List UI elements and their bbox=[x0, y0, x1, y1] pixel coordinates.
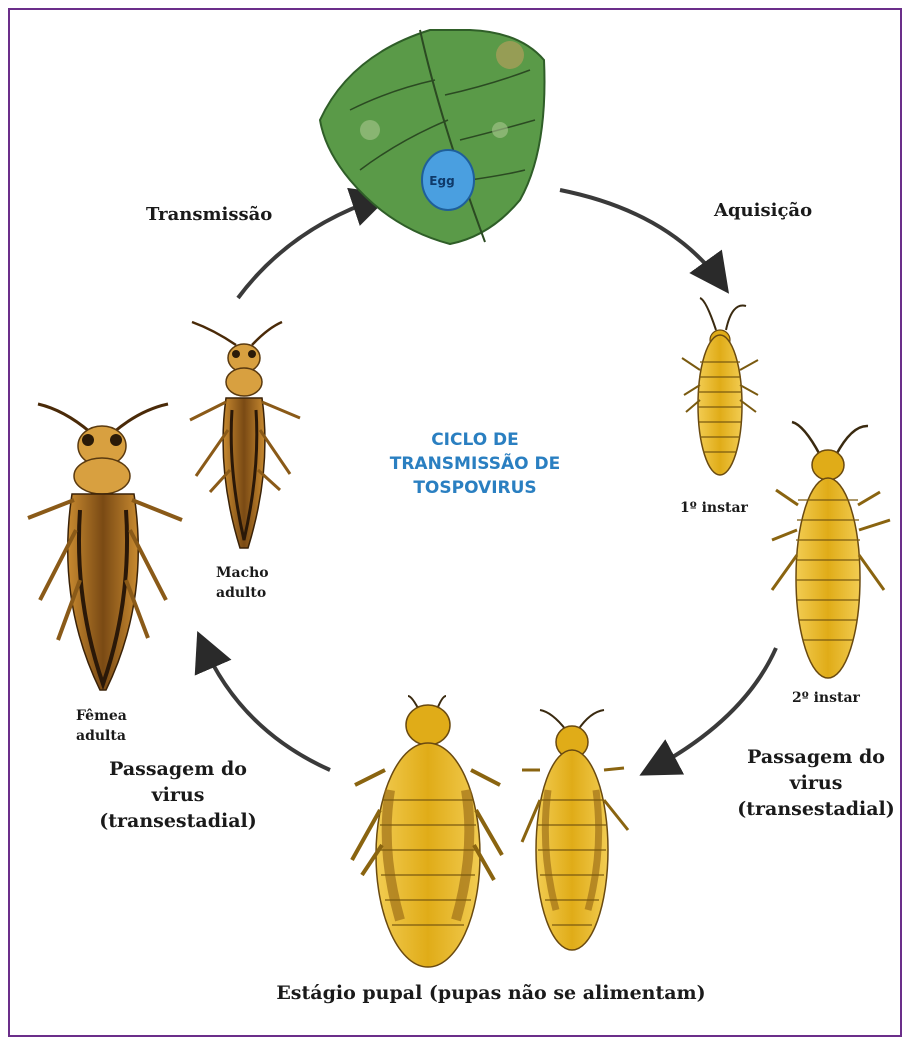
label-pupal-stage: Estágio pupal (pupas não se alimentam) bbox=[226, 982, 756, 1004]
male-line-1: Macho bbox=[216, 563, 269, 583]
label-passagem-left: Passagem do virus (transestadial) bbox=[92, 756, 264, 834]
second-instar-larva-icon bbox=[772, 422, 890, 678]
passagem-left-line-3: (transestadial) bbox=[92, 808, 264, 834]
label-second-instar: 2º instar bbox=[792, 690, 860, 706]
title-line-3: TOSPOVIRUS bbox=[370, 476, 580, 500]
label-aquisicao: Aquisição bbox=[714, 200, 812, 221]
passagem-right-line-2: virus bbox=[730, 770, 902, 796]
title-line-2: TRANSMISSÃO DE bbox=[370, 452, 580, 476]
first-instar-larva-icon bbox=[682, 298, 758, 475]
egg-label: Egg bbox=[429, 174, 454, 188]
arrow-acquisition bbox=[560, 190, 722, 284]
label-female-adult: Fêmea adulta bbox=[76, 706, 127, 746]
label-male-adult: Macho adulto bbox=[216, 563, 269, 603]
label-passagem-right: Passagem do virus (transestadial) bbox=[730, 744, 902, 822]
male-line-2: adulto bbox=[216, 583, 269, 603]
leaf-with-egg: Egg bbox=[320, 30, 545, 244]
female-adult-icon bbox=[28, 404, 182, 690]
passagem-right-line-3: (transestadial) bbox=[730, 796, 902, 822]
label-transmissao: Transmissão bbox=[146, 204, 272, 225]
passagem-right-line-1: Passagem do bbox=[730, 744, 902, 770]
female-line-2: adulta bbox=[76, 726, 127, 746]
female-line-1: Fêmea bbox=[76, 706, 127, 726]
pupa-large-icon bbox=[352, 696, 502, 967]
passagem-left-line-2: virus bbox=[92, 782, 264, 808]
passagem-left-line-1: Passagem do bbox=[92, 756, 264, 782]
arrow-to-adult bbox=[202, 642, 330, 770]
pupa-small-icon bbox=[522, 710, 628, 950]
male-adult-icon bbox=[190, 322, 300, 548]
diagram-title: CICLO DE TRANSMISSÃO DE TOSPOVIRUS bbox=[370, 428, 580, 500]
title-line-1: CICLO DE bbox=[370, 428, 580, 452]
label-first-instar: 1º instar bbox=[680, 500, 748, 516]
